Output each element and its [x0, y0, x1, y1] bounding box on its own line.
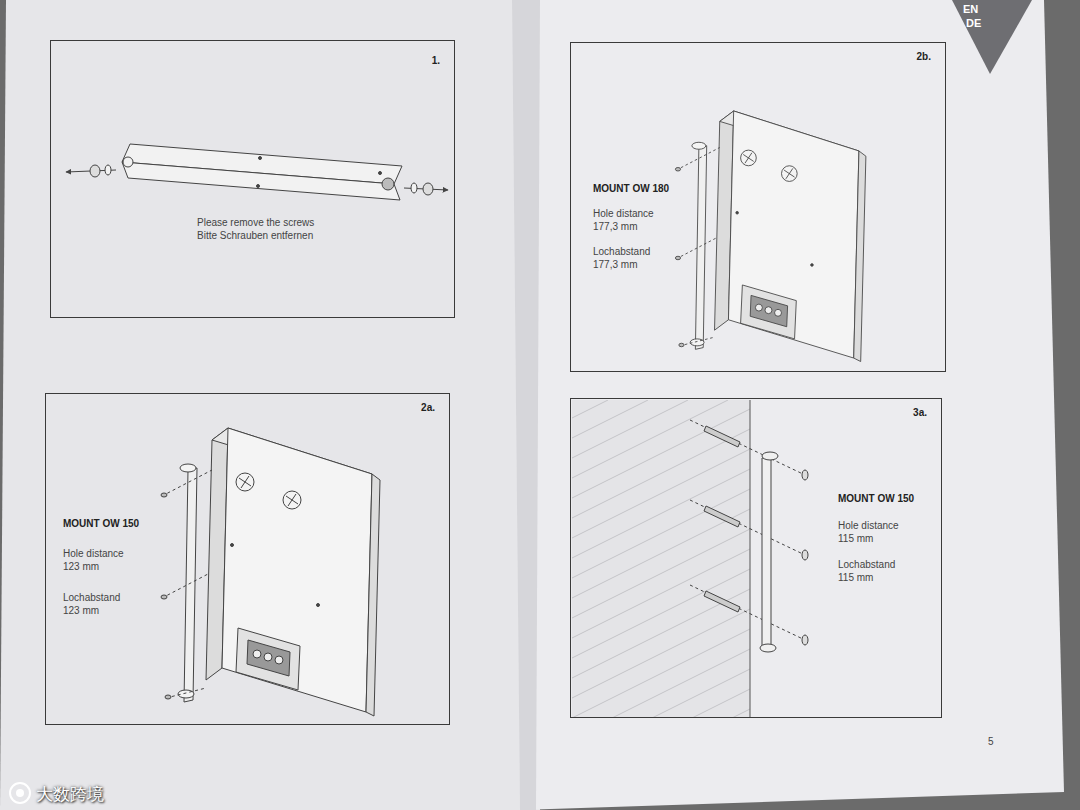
drawing-part — [572, 400, 750, 718]
drawing-part — [286, 494, 298, 506]
drawing-part — [411, 183, 417, 193]
speaker-drawing — [675, 111, 866, 362]
drawing-part — [257, 185, 260, 188]
drawing-part — [222, 428, 372, 712]
drawing-part — [762, 458, 771, 648]
language-tab — [952, 0, 1032, 74]
dimension-caption: Lochabstand — [593, 246, 650, 258]
instruction-panel: 3a.MOUNT OW 150Hole distance115 mmLochab… — [570, 398, 942, 718]
drawing-part — [236, 628, 300, 690]
drawing-part — [16, 789, 24, 797]
drawing-part — [423, 183, 433, 195]
drawing-part — [123, 157, 133, 167]
speaker-drawing — [161, 428, 380, 716]
step-number: 1. — [432, 55, 440, 67]
dimension-value: 115 mm — [838, 572, 873, 584]
instruction-panel: 2b.MOUNT OW 180Hole distance177,3 mmLoch… — [570, 42, 946, 372]
drawing-part — [283, 491, 301, 509]
drawing-part — [239, 476, 251, 488]
drawing-part — [690, 585, 805, 640]
drawing-part — [231, 544, 234, 547]
drawing-part — [802, 550, 808, 560]
dimension-caption: Hole distance — [593, 208, 654, 220]
drawing-part — [161, 595, 167, 599]
drawing-part — [180, 464, 196, 472]
dimension-caption: Lochabstand — [838, 559, 895, 571]
wall-screws — [690, 420, 808, 652]
drawing-part — [105, 165, 111, 175]
watermark: 大数跨境 — [36, 783, 104, 806]
dimension-caption: Lochabstand — [63, 592, 120, 604]
right-page — [512, 0, 1064, 810]
drawing-part — [253, 650, 261, 658]
drawing-part — [750, 400, 751, 718]
drawing-part — [802, 470, 808, 480]
dimension-value: 123 mm — [63, 605, 99, 617]
drawing-part — [161, 493, 167, 497]
drawing-part — [382, 178, 394, 190]
model-name: MOUNT OW 150 — [838, 493, 914, 505]
instruction-text: Bitte Schrauben entfernen — [197, 230, 313, 242]
drawing-part — [690, 500, 805, 555]
drawing-part — [704, 426, 740, 447]
instruction-panel: 2a.MOUNT OW 150Hole distance123 mmLochab… — [45, 393, 450, 725]
wall-drawing — [0, 400, 1080, 718]
step-number: 2b. — [917, 51, 931, 63]
drawing-part — [236, 473, 254, 491]
dimension-value: 115 mm — [838, 533, 873, 545]
drawing-part — [259, 157, 262, 160]
dimension-value: 123 mm — [63, 561, 99, 573]
drawing-part — [165, 695, 171, 699]
drawing-part — [275, 656, 283, 664]
dimension-caption: Hole distance — [63, 548, 124, 560]
drawing-part — [162, 470, 212, 496]
model-name: MOUNT OW 150 — [63, 518, 139, 530]
drawing-part — [264, 653, 272, 661]
drawing-part — [90, 165, 100, 177]
step-number: 2a. — [421, 402, 435, 414]
language-tab-label: EN — [963, 3, 978, 15]
watermark-logo — [10, 783, 30, 803]
drawing-part — [762, 452, 778, 460]
drawing-part — [184, 468, 197, 702]
left-page — [0, 0, 548, 810]
drawing-part — [247, 640, 290, 676]
drawing-part — [704, 591, 740, 612]
drawing-part — [379, 172, 382, 175]
step-number: 3a. — [913, 407, 927, 419]
drawing-part — [802, 635, 808, 645]
instruction-text: Please remove the screws — [197, 217, 314, 229]
drawing-part — [317, 604, 320, 607]
drawing-part — [366, 474, 380, 716]
dimension-value: 177,3 mm — [593, 259, 637, 271]
page-number: 5 — [988, 736, 994, 747]
drawing-part — [10, 783, 30, 803]
instruction-panel: 1. Please remove the screwsBitte Schraube… — [50, 40, 455, 318]
drawing-part — [122, 162, 400, 200]
drawing-part — [690, 420, 805, 475]
model-name: MOUNT OW 180 — [593, 183, 669, 195]
page-gutter — [512, 0, 540, 810]
drawing-part — [166, 688, 206, 698]
drawing-part — [572, 400, 750, 718]
drawing-part — [760, 644, 776, 652]
bracket-drawing — [66, 144, 448, 200]
dimension-value: 177,3 mm — [593, 221, 637, 233]
drawing-part — [704, 506, 740, 527]
drawing-part — [162, 574, 208, 598]
dimension-caption: Hole distance — [838, 520, 899, 532]
language-tab-label: DE — [966, 17, 981, 29]
